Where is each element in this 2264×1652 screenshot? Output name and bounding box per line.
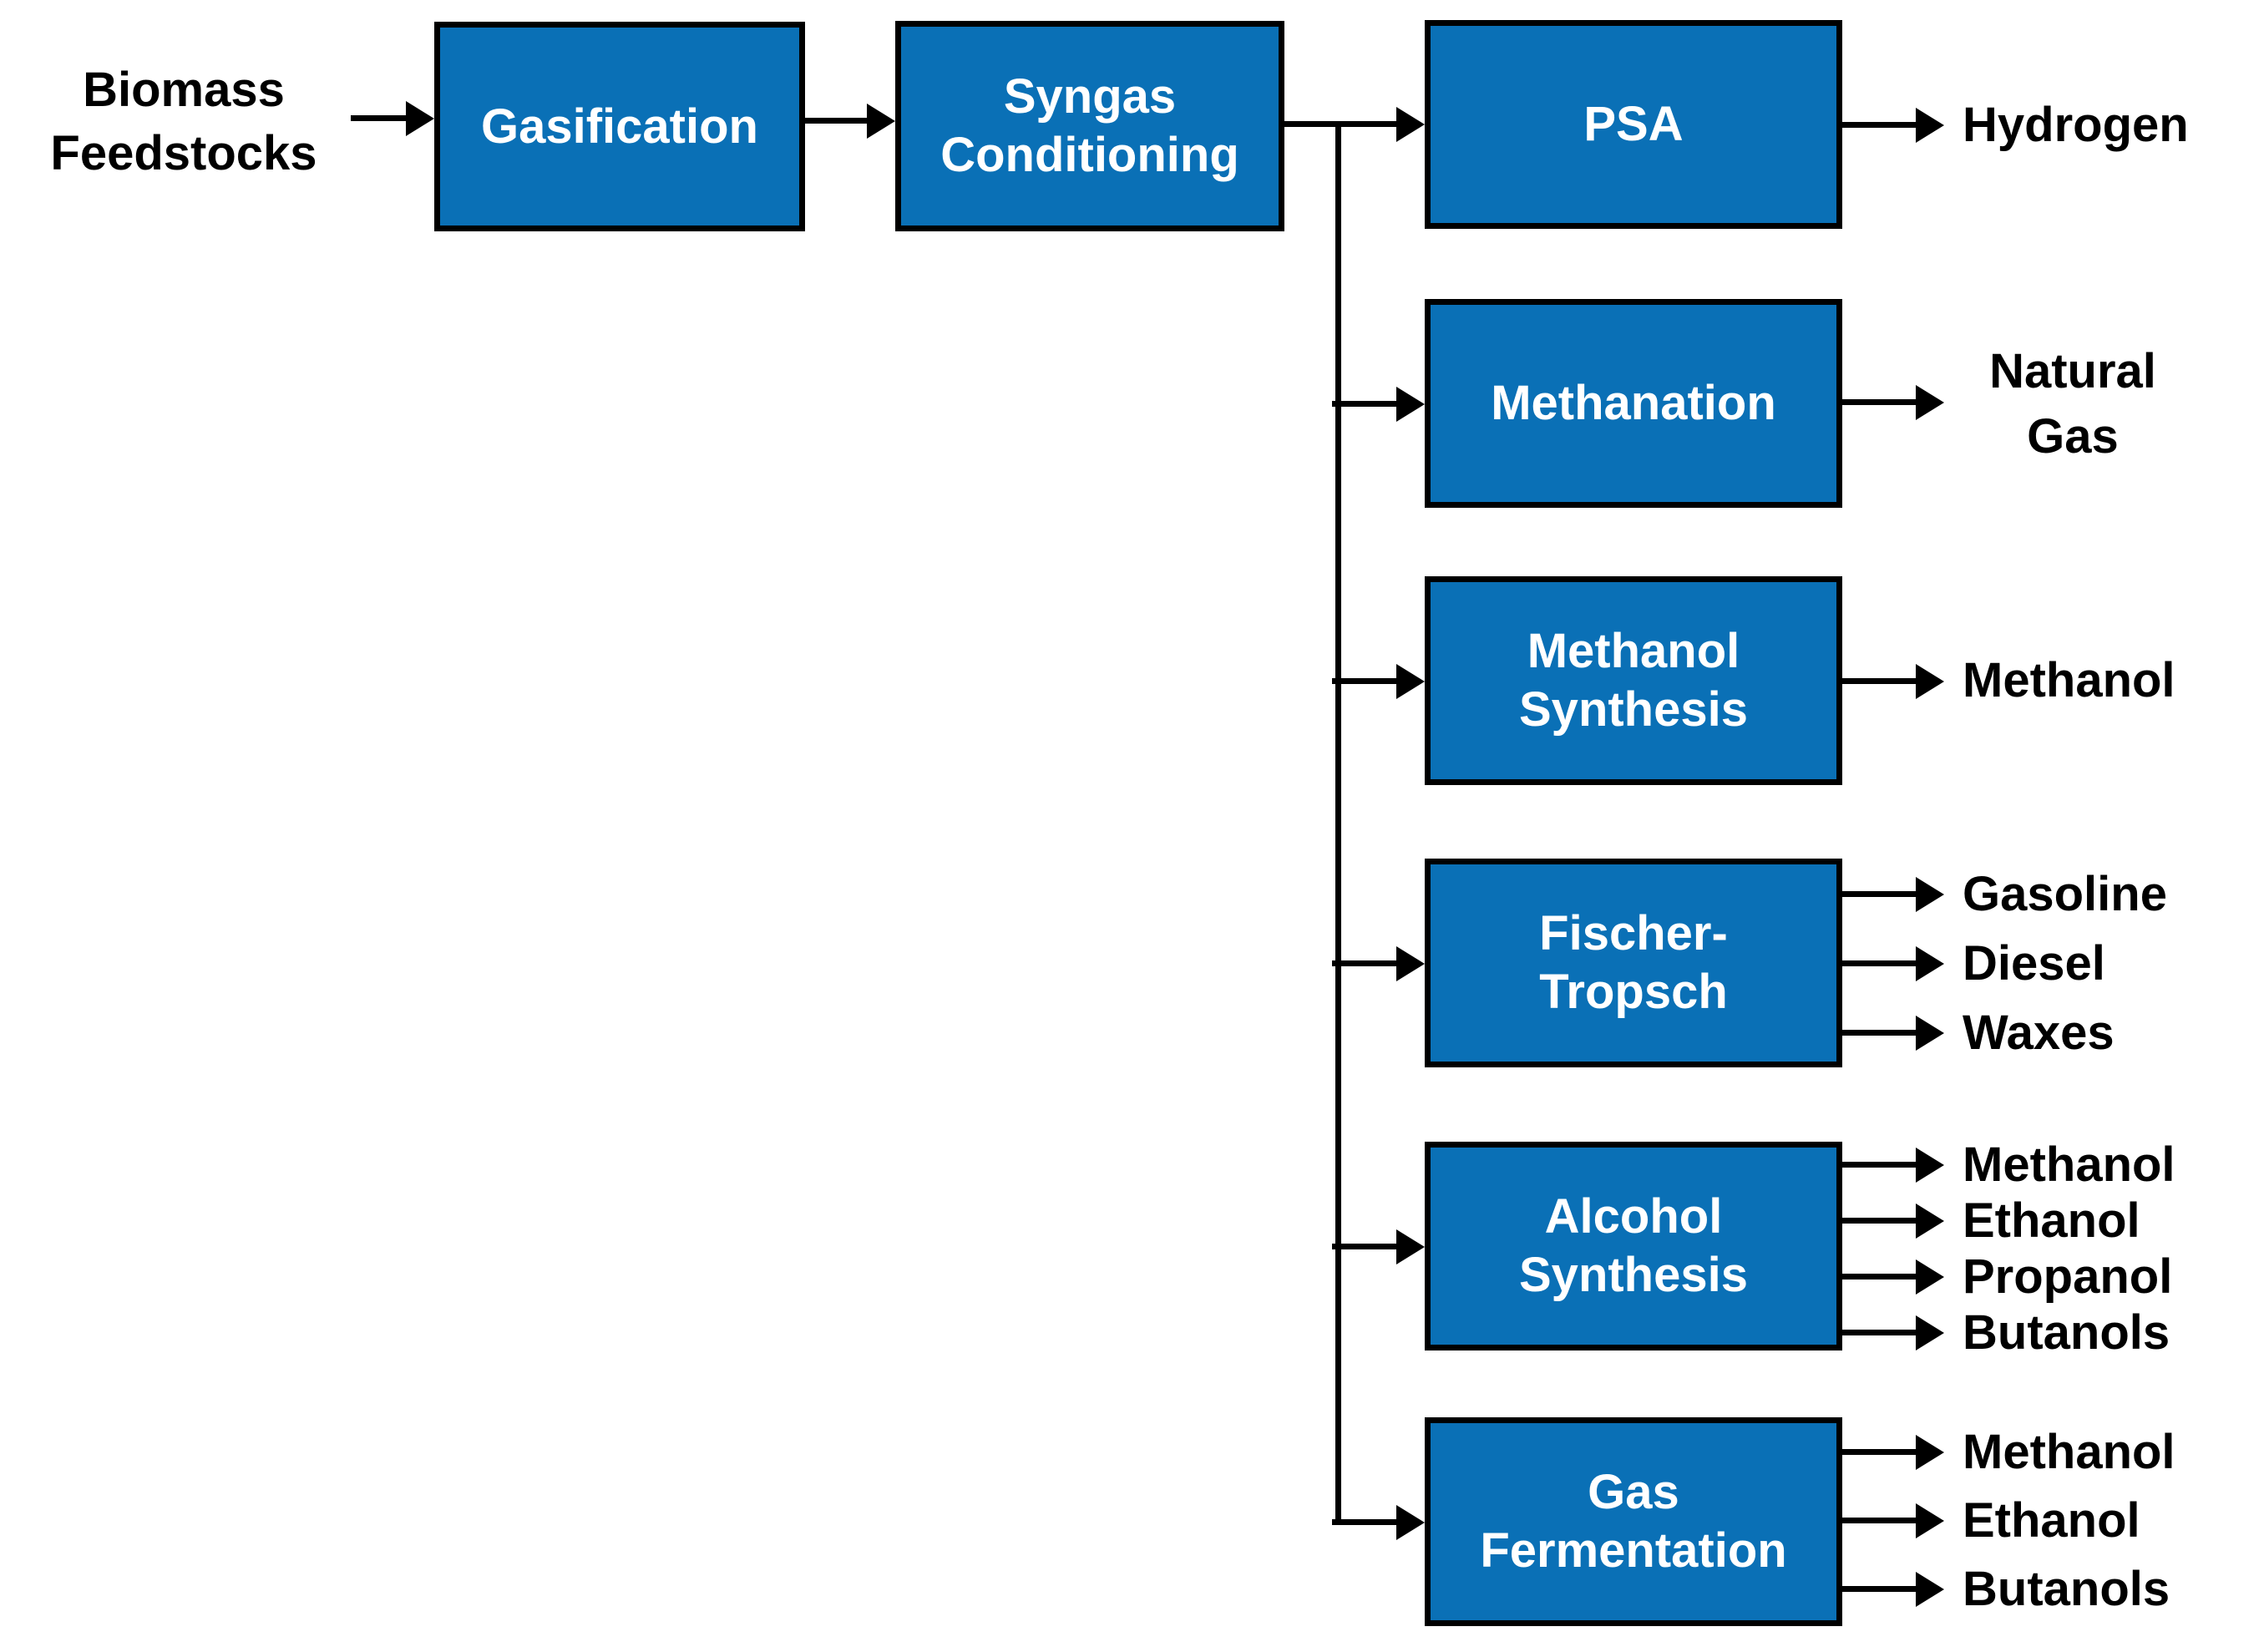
arrow-trunk-to-methanol-synthesis bbox=[1332, 678, 1396, 684]
arrow-methanol-synthesis-to-methanol bbox=[1842, 678, 1916, 684]
arrow-biomass-to-gasification bbox=[351, 115, 406, 121]
methanation-label: Methanation bbox=[1491, 376, 1776, 430]
methanation-box: Methanation bbox=[1425, 299, 1842, 508]
arrow-trunk-to-methanation bbox=[1332, 401, 1396, 407]
trunk-line bbox=[1335, 121, 1341, 1525]
output-gasoline-label: Gasoline bbox=[1963, 867, 2167, 921]
arrow-alcohol-synthesis-to-methanol bbox=[1842, 1162, 1916, 1168]
arrow-gas-fermentation-to-butanols bbox=[1842, 1586, 1916, 1592]
arrow-methanation-to-natural-gas bbox=[1842, 399, 1916, 405]
arrow-alcohol-synthesis-to-ethanol bbox=[1842, 1218, 1916, 1224]
methanol-synthesis-label: Methanol Synthesis bbox=[1519, 624, 1748, 737]
psa-label: PSA bbox=[1583, 97, 1684, 151]
output-as-butanols-label: Butanols bbox=[1963, 1305, 2170, 1360]
arrow-alcohol-synthesis-to-butanols bbox=[1842, 1330, 1916, 1335]
arrow-trunk-to-fischer-tropsch bbox=[1332, 960, 1396, 966]
arrow-psa-to-hydrogen bbox=[1842, 122, 1916, 128]
fischer-tropsch-box: Fischer- Tropsch bbox=[1425, 859, 1842, 1067]
biomass-feedstocks-label: Biomass Feedstocks bbox=[50, 63, 317, 180]
arrow-alcohol-synthesis-to-propanol bbox=[1842, 1274, 1916, 1280]
output-hydrogen-label: Hydrogen bbox=[1963, 98, 2189, 152]
gasification-box: Gasification bbox=[434, 22, 805, 231]
arrow-gasification-to-syngas bbox=[805, 118, 867, 124]
arrow-fischer-tropsch-to-waxes bbox=[1842, 1030, 1916, 1036]
psa-box: PSA bbox=[1425, 20, 1842, 229]
syngas-conditioning-box: Syngas Conditioning bbox=[895, 21, 1284, 231]
output-gf-ethanol-label: Ethanol bbox=[1963, 1493, 2140, 1548]
arrow-trunk-to-gas-fermentation bbox=[1332, 1519, 1396, 1525]
arrow-gas-fermentation-to-methanol bbox=[1842, 1449, 1916, 1455]
syngas-conditioning-label: Syngas Conditioning bbox=[940, 69, 1239, 182]
output-gf-butanols-label: Butanols bbox=[1963, 1562, 2170, 1616]
gas-fermentation-box: Gas Fermentation bbox=[1425, 1417, 1842, 1626]
methanol-synthesis-box: Methanol Synthesis bbox=[1425, 576, 1842, 785]
output-methanol-label: Methanol bbox=[1963, 653, 2175, 707]
arrow-trunk-to-alcohol-synthesis bbox=[1332, 1244, 1396, 1249]
output-as-propanol-label: Propanol bbox=[1963, 1249, 2173, 1304]
arrow-gas-fermentation-to-ethanol bbox=[1842, 1518, 1916, 1523]
output-diesel-label: Diesel bbox=[1963, 936, 2105, 991]
arrow-fischer-tropsch-to-gasoline bbox=[1842, 891, 1916, 897]
gasification-label: Gasification bbox=[481, 99, 758, 154]
output-as-methanol-label: Methanol bbox=[1963, 1138, 2175, 1192]
output-gf-methanol-label: Methanol bbox=[1963, 1425, 2175, 1479]
alcohol-synthesis-label: Alcohol Synthesis bbox=[1519, 1189, 1748, 1302]
fischer-tropsch-label: Fischer- Tropsch bbox=[1539, 906, 1728, 1019]
output-natural-gas-label: Natural Gas bbox=[1989, 344, 2156, 464]
output-as-ethanol-label: Ethanol bbox=[1963, 1193, 2140, 1248]
arrow-fischer-tropsch-to-diesel bbox=[1842, 960, 1916, 966]
gas-fermentation-label: Gas Fermentation bbox=[1480, 1465, 1787, 1578]
output-waxes-label: Waxes bbox=[1963, 1006, 2115, 1060]
alcohol-synthesis-box: Alcohol Synthesis bbox=[1425, 1142, 1842, 1350]
